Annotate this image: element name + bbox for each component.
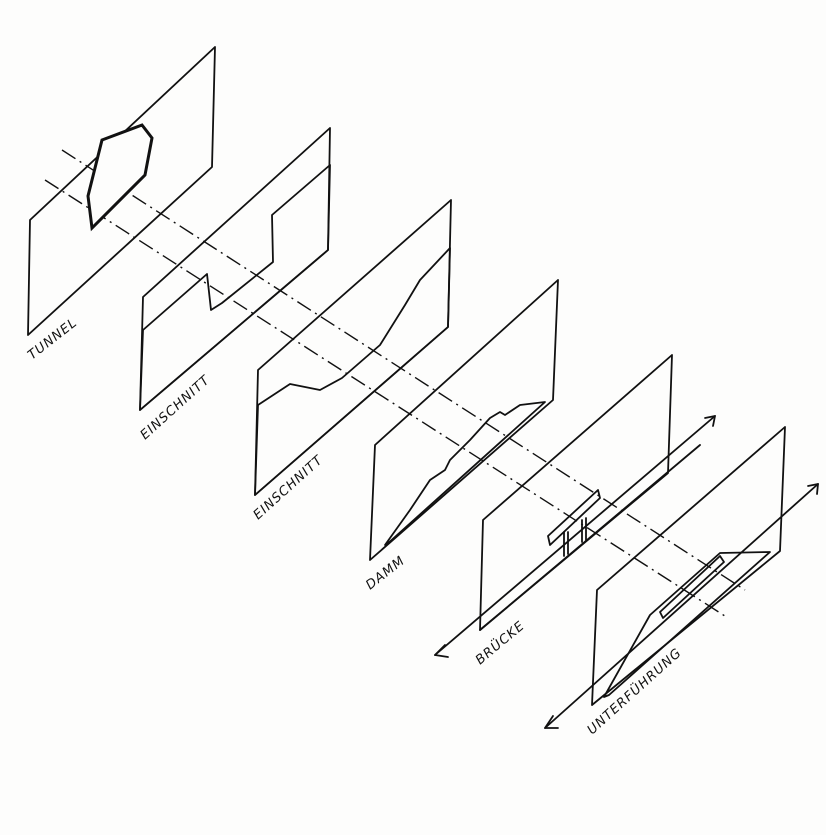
label-unterfuehrung: UNTERFÜHRUNG (583, 644, 685, 738)
panel-einschnitt-2 (254, 199, 452, 496)
panel-bruecke (434, 354, 716, 658)
panel-damm (369, 279, 559, 561)
panel-tunnel (27, 46, 216, 336)
label-einschnitt-1: EINSCHNITT (138, 373, 214, 443)
panel-unterfuehrung (544, 426, 819, 729)
centerline-axes (44, 149, 746, 619)
label-tunnel: TUNNEL (25, 315, 80, 363)
panel-einschnitt-1 (139, 127, 331, 411)
